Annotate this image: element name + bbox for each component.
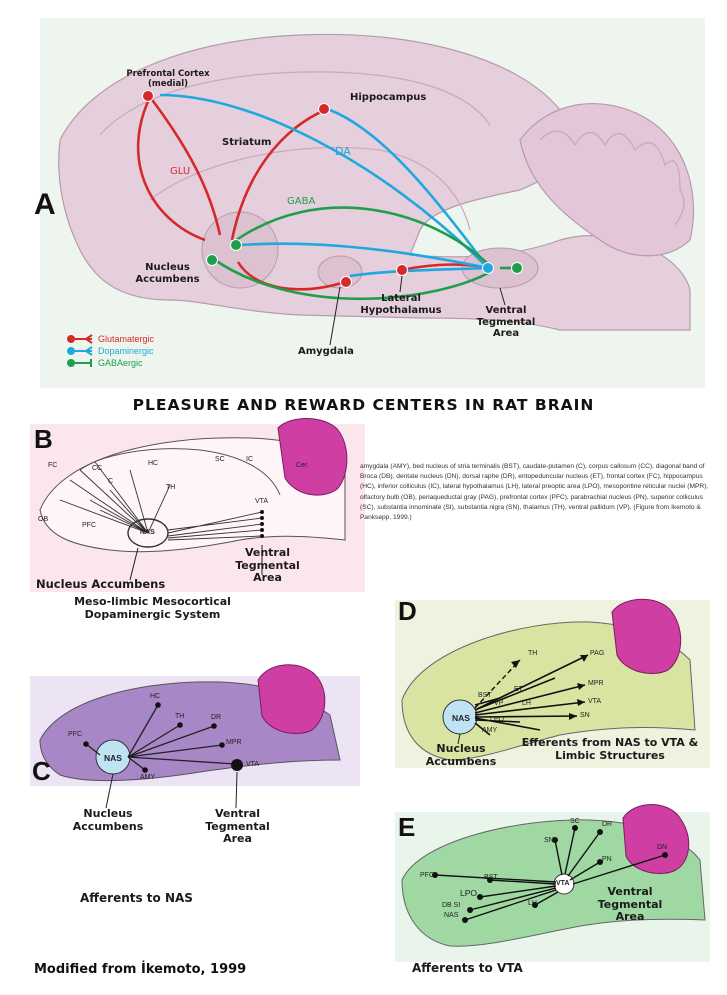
b-region-pfc: PFC [82,522,96,529]
abbreviations-legend: amygdala (AMY), bed nucleus of stria ter… [360,462,712,523]
figure-title: PLEASURE AND REWARD CENTERS IN RAT BRAIN [0,396,727,414]
e-label-vta: Ventral Tegmental Area [585,886,675,924]
e-region-pn: PN [602,856,612,863]
label-prefrontal-cortex: Prefrontal Cortex (medial) [108,70,228,90]
e-region-pfc: PFC [420,872,434,879]
panel-c-cerebellum [258,665,325,734]
d-region-vp: VP [494,700,503,707]
legend-glutamatergic: Glutamatergic [66,333,154,345]
label-amygdala: Amygdala [298,346,354,358]
e-region-dr: DR [602,821,612,828]
vta-gaba-node [512,263,523,274]
c-region-dr: DR [211,714,221,721]
d-label-nucleus-accumbens: Nucleus Accumbens [416,743,506,768]
c-region-hc: HC [150,693,160,700]
label-gaba: GABA [287,196,315,208]
e-caption: Afferents to VTA [412,962,523,976]
dopaminergic-swatch-icon [66,346,94,356]
label-striatum: Striatum [222,137,271,149]
b-label-nucleus-accumbens: Nucleus Accumbens [36,578,165,591]
d-region-pag: PAG [590,650,604,657]
panel-b-letter: B [34,424,53,455]
panel-e-letter: E [398,812,415,843]
b-region-cer: Cer. [296,462,309,469]
d-region-th: TH [528,650,537,657]
d-region-vta: VTA [588,698,601,705]
panel-d-cerebellum [612,599,681,673]
nac-gaba-node-1 [231,240,242,251]
label-nucleus-accumbens-a: Nucleus Accumbens [120,262,215,285]
gabaergic-swatch-icon [66,358,94,368]
panel-a-letter: A [34,188,56,222]
d-region-lpo: LPO [490,716,504,723]
e-region-lh: LH [528,900,537,907]
d-region-nas: NAS [452,713,470,723]
d-region-et: ET [514,686,523,693]
pfc-neuron-node [143,91,154,102]
b-region-ob: OB [38,516,48,523]
d-caption: Efferents from NAS to VTA & Limbic Struc… [510,737,710,762]
c-caption: Afferents to NAS [80,892,193,906]
label-vta-a: Ventral Tegmental Area [466,305,546,340]
lh-neuron-node [397,265,408,276]
panel-d-letter: D [398,596,417,627]
c-region-pfc: PFC [68,731,82,738]
glutamatergic-swatch-icon [66,334,94,344]
amygdala-neuron-node [341,277,352,288]
figure-credit: Modified from İkemoto, 1999 [34,962,246,977]
b-region-nas: NAS [140,529,155,536]
b-region-vta: VTA [255,498,268,505]
e-region-sc: SC [570,818,580,825]
c-region-th: TH [175,713,184,720]
e-region-sn: SN [544,837,554,844]
c-region-vta: VTA [246,761,259,768]
b-region-fc: FC [48,462,57,469]
e-region-db-si: DB SI [442,902,460,909]
b-region-hc: HC [148,460,158,467]
b-region-cc: CC [92,465,102,472]
b-region-th: TH [166,484,175,491]
e-region-lpo: LPO [460,888,477,898]
b-label-vta: Ventral Tegmental Area [220,547,315,585]
label-glu: GLU [170,166,190,178]
hippocampus-neuron-node [319,104,330,115]
d-region-sn: SN [580,712,590,719]
legend-dopaminergic: Dopaminergic [66,345,154,357]
panel-c-letter: C [32,756,51,787]
e-region-bst: BST [484,874,498,881]
b-region-c: C [108,478,113,485]
c-region-nas: NAS [104,753,122,763]
legend-gabaergic: GABAergic [66,357,154,369]
b-region-sc: SC [215,456,225,463]
e-region-nas: NAS [444,912,458,919]
c-label-nucleus-accumbens: Nucleus Accumbens [58,808,158,833]
e-region-dn: DN [657,844,667,851]
d-region-amy: AMY [482,727,497,734]
label-hippocampus: Hippocampus [350,92,426,104]
vta-dopamine-node [483,263,494,274]
panel-e-illustration [395,805,710,963]
b-region-ic: IC [246,456,253,463]
label-da: DA [335,146,351,159]
c-region-mpr: MPR [226,739,242,746]
d-region-lh: LH [522,700,531,707]
label-lateral-hypothalamus: Lateral Hypothalamus [356,293,446,316]
neurotransmitter-legend: Glutamatergic Dopaminergic GABAergic [66,333,154,369]
c-label-vta: Ventral Tegmental Area [190,808,285,846]
b-subtitle: Meso-limbic Mesocortical Dopaminergic Sy… [30,596,275,621]
c-region-amy: AMY [140,774,155,781]
e-region-vta: VTA [556,880,569,887]
d-region-mpr: MPR [588,680,604,687]
d-region-bst: BST [478,692,492,699]
